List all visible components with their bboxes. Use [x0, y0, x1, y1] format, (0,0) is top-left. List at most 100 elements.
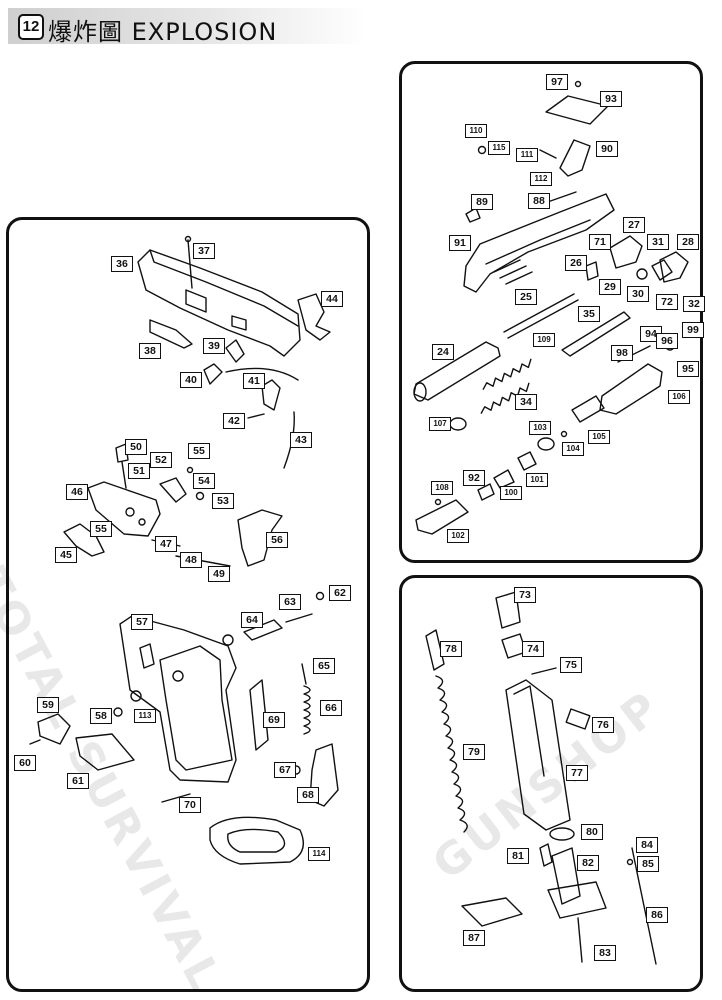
part-label-39: 39: [203, 338, 225, 354]
part-106-drawing: [599, 363, 663, 415]
part-label-115: 115: [488, 141, 510, 155]
section-header: 12 爆炸圖 EXPLOSION: [8, 8, 368, 46]
section-number-badge: 12: [18, 14, 44, 40]
part-label-85: 85: [637, 856, 659, 872]
part-89-drawing: [465, 207, 481, 223]
part-label-32: 32: [683, 296, 705, 312]
part-label-99: 99: [682, 322, 704, 338]
part-label-35: 35: [578, 306, 600, 322]
part-label-80: 80: [581, 824, 603, 840]
frame-assembly-panel: [6, 217, 370, 992]
part-label-48: 48: [180, 552, 202, 568]
part-label-29: 29: [599, 279, 621, 295]
part-label-89: 89: [471, 194, 493, 210]
part-label-59: 59: [37, 697, 59, 713]
part-73-drawing: [495, 591, 521, 629]
part-label-69: 69: [263, 712, 285, 728]
part-label-64: 64: [241, 612, 263, 628]
part-105-drawing: [571, 395, 605, 423]
rail-frame-drawing: [137, 235, 301, 357]
part-90-drawing: [559, 139, 591, 177]
trigger-housing-drawing: [87, 443, 205, 537]
part-38-drawing: [149, 319, 193, 349]
part-label-109: 109: [533, 333, 555, 347]
part-59-drawing: [37, 713, 71, 745]
part-label-93: 93: [600, 91, 622, 107]
part-41-drawing: [261, 379, 281, 411]
part-label-41: 41: [243, 373, 265, 389]
part-label-98: 98: [611, 345, 633, 361]
part-label-84: 84: [636, 837, 658, 853]
part-label-38: 38: [139, 343, 161, 359]
part-label-53: 53: [212, 493, 234, 509]
part-label-27: 27: [623, 217, 645, 233]
part-label-63: 63: [279, 594, 301, 610]
part-114-drawing: [209, 816, 304, 865]
part-44-drawing: [297, 293, 331, 341]
part-61-drawing: [75, 733, 135, 771]
part-label-112: 112: [530, 172, 552, 186]
part-label-60: 60: [14, 755, 36, 771]
part-93-drawing: [545, 95, 609, 125]
part-78-drawing: [425, 629, 445, 671]
part-79-drawing: [435, 675, 468, 833]
part-35-drawing: [561, 311, 631, 357]
part-label-90: 90: [596, 141, 618, 157]
part-label-25: 25: [515, 289, 537, 305]
part-83-drawing: [547, 881, 607, 919]
part-label-42: 42: [223, 413, 245, 429]
part-label-107: 107: [429, 417, 451, 431]
part-label-95: 95: [677, 361, 699, 377]
part-label-100: 100: [500, 486, 522, 500]
part-label-61: 61: [67, 773, 89, 789]
part-label-52: 52: [150, 452, 172, 468]
part-label-102: 102: [447, 529, 469, 543]
part-label-106: 106: [668, 390, 690, 404]
part-label-40: 40: [180, 372, 202, 388]
part-label-31: 31: [647, 234, 669, 250]
part-label-91: 91: [449, 235, 471, 251]
part-27-drawing: [609, 235, 643, 269]
part-label-71: 71: [589, 234, 611, 250]
part-label-55-upper: 55: [188, 443, 210, 459]
part-label-47: 47: [155, 536, 177, 552]
part-64-drawing: [243, 619, 283, 641]
part-45-drawing: [63, 523, 105, 557]
part-label-111: 111: [516, 148, 538, 162]
part-label-86: 86: [646, 907, 668, 923]
part-label-113: 113: [134, 709, 156, 723]
part-39-drawing: [225, 339, 245, 363]
part-label-45: 45: [55, 547, 77, 563]
part-label-75: 75: [560, 657, 582, 673]
part-label-62: 62: [329, 585, 351, 601]
part-label-43: 43: [290, 432, 312, 448]
part-label-46: 46: [66, 484, 88, 500]
part-label-82: 82: [577, 855, 599, 871]
part-label-30: 30: [627, 286, 649, 302]
part-102-drawing: [415, 499, 469, 535]
part-label-54: 54: [193, 473, 215, 489]
part-label-87: 87: [463, 930, 485, 946]
part-label-70: 70: [179, 797, 201, 813]
part-label-79: 79: [463, 744, 485, 760]
part-label-81: 81: [507, 848, 529, 864]
page-title: 爆炸圖 EXPLOSION: [48, 18, 278, 46]
grip-frame-drawing: [119, 615, 237, 783]
part-label-57: 57: [131, 614, 153, 630]
part-label-83: 83: [594, 945, 616, 961]
part-label-68: 68: [297, 787, 319, 803]
part-40-drawing: [203, 363, 223, 385]
part-label-36: 36: [111, 256, 133, 272]
part-label-77: 77: [566, 765, 588, 781]
part-label-66: 66: [320, 700, 342, 716]
part-label-88: 88: [528, 193, 550, 209]
part-label-74: 74: [522, 641, 544, 657]
part-label-24: 24: [432, 344, 454, 360]
part-label-50: 50: [125, 439, 147, 455]
part-label-96: 96: [656, 333, 678, 349]
part-82-drawing: [551, 847, 581, 905]
part-24-drawing: [413, 341, 501, 401]
part-label-97: 97: [546, 74, 568, 90]
